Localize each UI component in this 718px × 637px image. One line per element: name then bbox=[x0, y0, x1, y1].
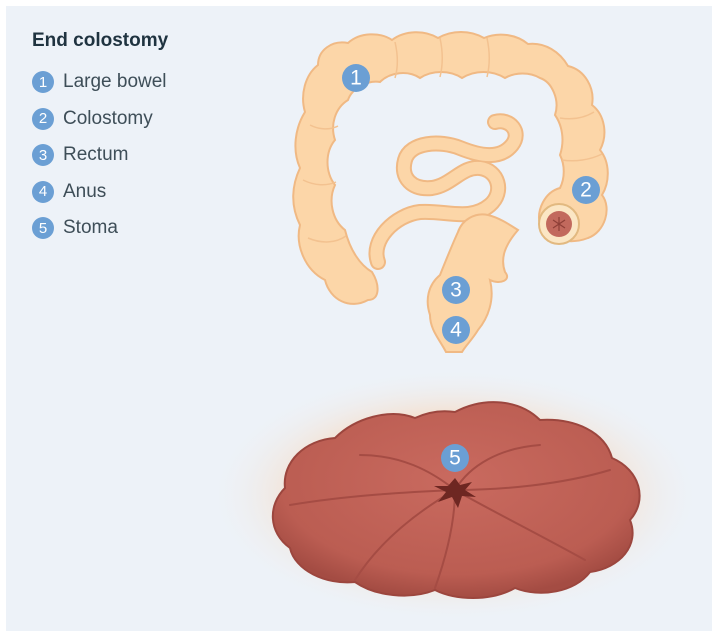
rectum bbox=[428, 214, 518, 352]
svg-text:2: 2 bbox=[580, 179, 592, 202]
marker-1: 1 bbox=[342, 64, 370, 92]
marker-5: 5 bbox=[441, 444, 469, 472]
colostomy-opening bbox=[539, 204, 579, 244]
marker-3: 3 bbox=[442, 276, 470, 304]
svg-text:4: 4 bbox=[450, 319, 462, 342]
stoma-closeup bbox=[207, 367, 703, 623]
marker-4: 4 bbox=[442, 316, 470, 344]
svg-text:3: 3 bbox=[450, 279, 462, 302]
marker-2: 2 bbox=[572, 176, 600, 204]
svg-text:1: 1 bbox=[350, 67, 362, 90]
svg-text:5: 5 bbox=[449, 447, 461, 470]
